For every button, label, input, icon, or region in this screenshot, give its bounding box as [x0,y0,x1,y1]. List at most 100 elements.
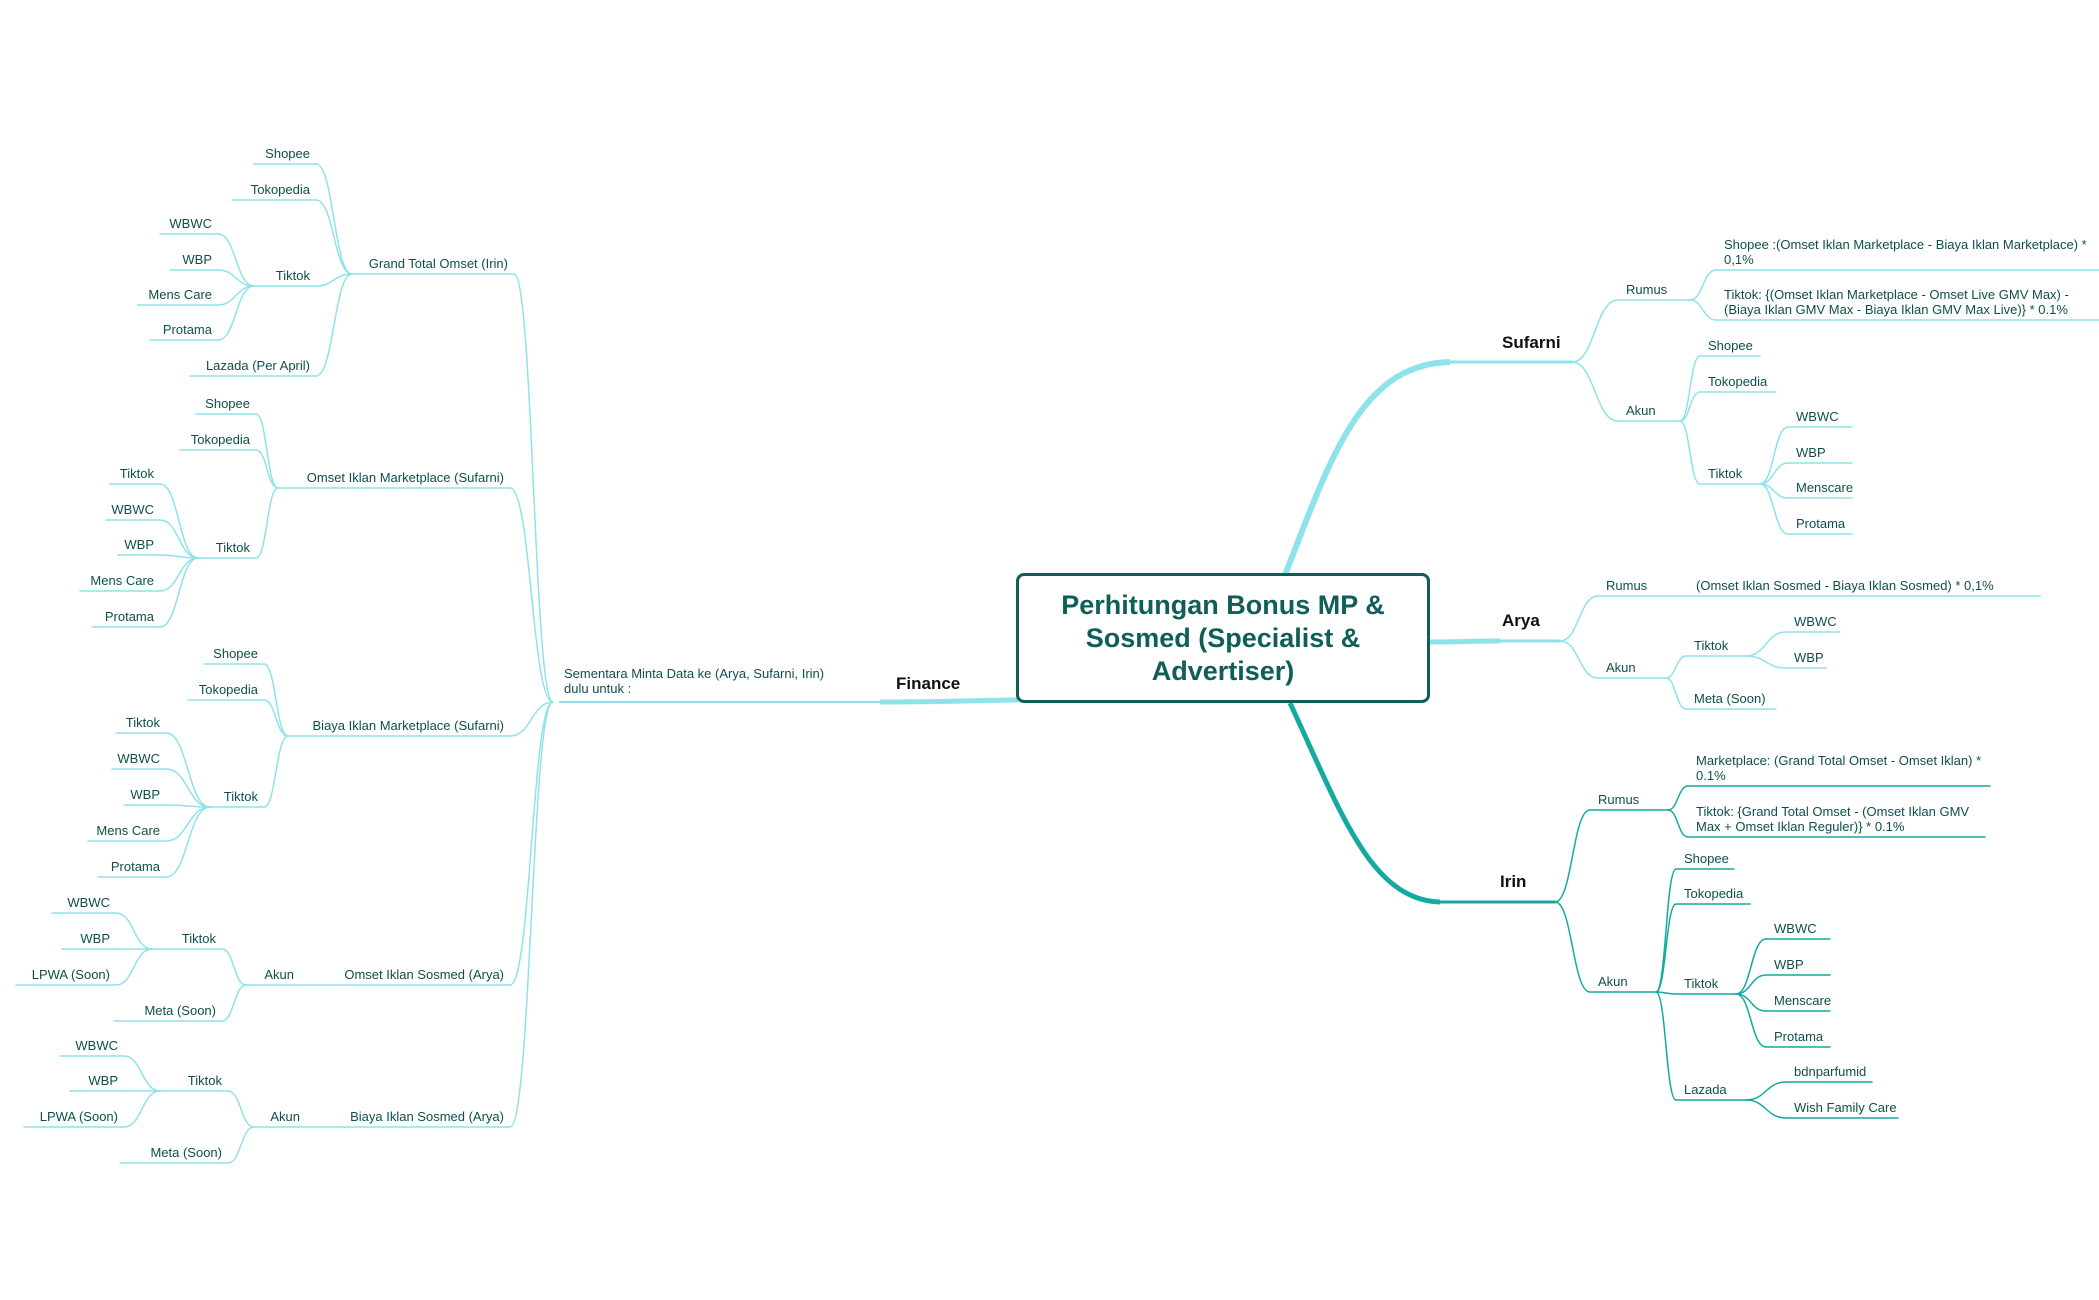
omp-tiktok-protama-4[interactable]: Protama [104,609,154,624]
sufarni-akun[interactable]: Akun [1626,403,1656,418]
os-tiktok[interactable]: Tiktok [181,931,216,946]
bmp-tiktok-mens-care-3[interactable]: Mens Care [96,823,160,838]
os-tiktok-wbp[interactable]: WBP [80,931,110,946]
bs-akun[interactable]: Akun [270,1109,300,1124]
arya-tiktok-wbwc[interactable]: WBWC [1794,614,1837,629]
os-akun[interactable]: Akun [264,967,294,982]
bs-tiktok-wbp[interactable]: WBP [88,1073,118,1088]
os-tiktok-lpwa-soon[interactable]: LPWA (Soon) [31,967,110,982]
bmp-shopee-connector [263,663,289,737]
irin-tiktok-menscare[interactable]: Menscare [1774,993,1832,1008]
branch-sufarni[interactable]: Sufarni [1502,333,1561,352]
irin-akun-connector [1554,901,1591,993]
bs-tiktok-lpwa-soon[interactable]: LPWA (Soon) [39,1109,118,1124]
bmp-tiktok-tiktok-0[interactable]: Tiktok [125,715,160,730]
arya-meta[interactable]: Meta (Soon) [1694,691,1766,706]
irin-tiktok-wbp-connector [1735,974,1767,995]
gt-tiktok-wbwc[interactable]: WBWC [169,216,212,231]
sufarni-shopee[interactable]: Shopee [1708,338,1753,353]
biaya-iklan-sosmed[interactable]: Biaya Iklan Sosmed (Arya) [350,1109,504,1124]
sufarni-tiktok-protama[interactable]: Protama [1796,516,1846,531]
biaya-iklan-marketplace[interactable]: Biaya Iklan Marketplace (Sufarni) [312,718,504,733]
sufarni-rumus-tiktok-connector [1689,299,1717,321]
os-tiktok-wbwc[interactable]: WBWC [67,895,110,910]
arya-tiktok-wbp[interactable]: WBP [1794,650,1824,665]
irin-rumus-marketplace[interactable]: Marketplace: (Grand Total Omset - Omset … [1696,753,1982,783]
sufarni-rumus-connector [1571,299,1619,363]
grand-total-omset[interactable]: Grand Total Omset (Irin) [368,256,508,271]
arya-tiktok[interactable]: Tiktok [1694,638,1729,653]
branch-finance[interactable]: Finance [896,674,961,693]
bs-tiktok[interactable]: Tiktok [187,1073,222,1088]
irin-lazada-bdnparfumid[interactable]: bdnparfumid [1794,1064,1867,1079]
omp-shopee-connector [255,413,279,489]
omp-shopee[interactable]: Shopee [205,396,250,411]
bmp-tiktok[interactable]: Tiktok [223,789,258,804]
irin-tiktok-wbp[interactable]: WBP [1774,957,1804,972]
arya-rumus[interactable]: Rumus [1606,578,1648,593]
sufarni-rumus-shopee[interactable]: Shopee :(Omset Iklan Marketplace - Biaya… [1724,237,2087,267]
branch-irin[interactable]: Irin [1500,872,1527,891]
omp-tiktok-connector [255,487,279,559]
irin-rumus-tiktok[interactable]: Tiktok: {Grand Total Omset - (Omset Ikla… [1696,804,1970,834]
bmp-tiktok-connector [263,735,289,808]
sufarni-tokopedia[interactable]: Tokopedia [1708,374,1768,389]
branch-arya[interactable]: Arya [1502,611,1540,630]
gt-lazada[interactable]: Lazada (Per April) [205,358,310,373]
finance-note[interactable]: Sementara Minta Data ke (Arya, Sufarni, … [564,666,825,696]
irin-lazada[interactable]: Lazada [1684,1082,1727,1097]
sufarni-tiktok[interactable]: Tiktok [1708,466,1743,481]
arya-rumus-connector [1559,595,1599,642]
gt-tiktok-wbp[interactable]: WBP [182,252,212,267]
bmp-tokopedia[interactable]: Tokopedia [198,682,258,697]
irin-tokopedia[interactable]: Tokopedia [1684,886,1744,901]
bmp-tiktok-protama-4[interactable]: Protama [110,859,160,874]
omset-iklan-marketplace[interactable]: Omset Iklan Marketplace (Sufarni) [306,470,504,485]
central-topic[interactable]: Perhitungan Bonus MP & Sosmed (Specialis… [1016,573,1430,703]
arya-rumus-formula[interactable]: (Omset Iklan Sosmed - Biaya Iklan Sosmed… [1696,578,1994,593]
sufarni-tiktok-menscare[interactable]: Menscare [1796,480,1854,495]
bs-tiktok-wbwc-connector [123,1055,161,1092]
gt-tiktok[interactable]: Tiktok [275,268,310,283]
gt-tiktok-protama[interactable]: Protama [162,322,212,337]
sufarni-tiktok-wbwc[interactable]: WBWC [1796,409,1839,424]
os-tiktok-lpwa-soon-connector [115,948,153,986]
sufarni-akun-connector [1571,361,1619,422]
sufarni-tiktok-wbp[interactable]: WBP [1796,445,1826,460]
sufarni-rumus-tiktok[interactable]: Tiktok: {(Omset Iklan Marketplace - Omse… [1724,287,2069,317]
sufarni-branch [1282,359,1451,577]
sufarni-tiktok-wbp-connector [1759,462,1789,485]
arya-akun[interactable]: Akun [1606,660,1636,675]
gt-tiktok-protama-connector [217,285,255,341]
irin-tiktok-connector [1655,991,1677,995]
sufarni-rumus[interactable]: Rumus [1626,282,1668,297]
irin-tiktok[interactable]: Tiktok [1684,976,1719,991]
bs-tiktok-wbwc[interactable]: WBWC [75,1038,118,1053]
bs-meta[interactable]: Meta (Soon) [150,1145,222,1160]
irin-rumus-connector [1554,809,1591,903]
omp-tiktok[interactable]: Tiktok [215,540,250,555]
omp-tiktok-tiktok-0[interactable]: Tiktok [119,466,154,481]
sufarni-tiktok-connector [1679,420,1701,485]
bmp-tiktok-wbwc-1[interactable]: WBWC [117,751,160,766]
irin-akun[interactable]: Akun [1598,974,1628,989]
gt-shopee[interactable]: Shopee [265,146,310,161]
bmp-tiktok-wbp-2[interactable]: WBP [130,787,160,802]
omp-tiktok-wbwc-1[interactable]: WBWC [111,502,154,517]
irin-tiktok-wbwc[interactable]: WBWC [1774,921,1817,936]
bmp-shopee[interactable]: Shopee [213,646,258,661]
gt-tiktok-mens-care[interactable]: Mens Care [148,287,212,302]
gt-tokopedia[interactable]: Tokopedia [250,182,310,197]
os-meta[interactable]: Meta (Soon) [144,1003,216,1018]
os-tiktok-wbwc-connector [115,912,153,950]
bmp-tiktok-protama-4-connector [165,806,211,878]
omset-iklan-sosmed[interactable]: Omset Iklan Sosmed (Arya) [344,967,504,982]
omp-tiktok-mens-care-3[interactable]: Mens Care [90,573,154,588]
omp-tokopedia[interactable]: Tokopedia [190,432,250,447]
irin-lazada-wish-family-care[interactable]: Wish Family Care [1794,1100,1897,1115]
irin-tiktok-protama[interactable]: Protama [1774,1029,1824,1044]
omp-tokopedia-connector [255,449,279,489]
omp-tiktok-wbp-2[interactable]: WBP [124,537,154,552]
irin-rumus[interactable]: Rumus [1598,792,1640,807]
irin-shopee[interactable]: Shopee [1684,851,1729,866]
